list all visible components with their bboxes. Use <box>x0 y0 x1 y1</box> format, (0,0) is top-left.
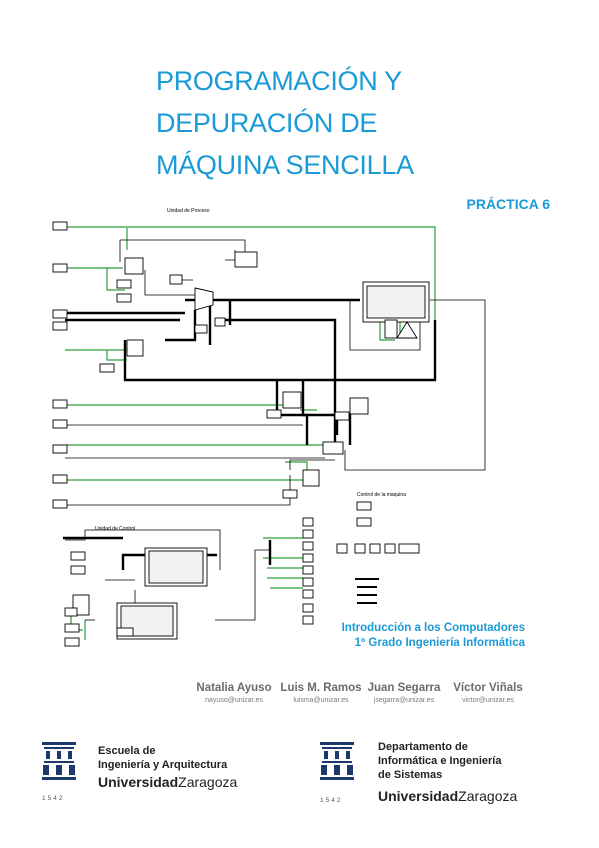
founding-year: 1542 <box>320 797 343 804</box>
author-name: Juan Segarra <box>367 682 441 694</box>
author-2: Luis M. Ramos luisma@unizar.es <box>279 682 363 704</box>
course-line-1: Introducción a los Computadores <box>341 622 525 634</box>
bus-lines <box>63 298 437 570</box>
university-seal-icon <box>42 742 76 780</box>
author-4: Víctor Viñals victor@unizar.es <box>450 682 526 704</box>
author-email[interactable]: victor@unizar.es <box>462 697 514 704</box>
author-3: Juan Segarra jsegarra@unizar.es <box>366 682 442 704</box>
founding-year: 1542 <box>42 795 65 802</box>
title-line-2: DEPURACIÓN DE <box>156 108 378 138</box>
school-line-2: Ingeniería y Arquitectura <box>98 759 228 771</box>
process-unit-label: Unidad de Proceso <box>167 208 210 214</box>
title-line-1: PROGRAMACIÓN Y <box>156 66 402 96</box>
signals-label: Control de la maquina <box>357 492 406 498</box>
author-name: Víctor Viñals <box>453 682 523 694</box>
author-1: Natalia Ayuso nayuso@unizar.es <box>194 682 274 704</box>
components <box>52 221 430 647</box>
author-name: Natalia Ayuso <box>196 682 272 694</box>
author-email[interactable]: luisma@unizar.es <box>293 697 349 704</box>
university-name: UniversidadZaragoza <box>378 788 518 804</box>
university-name: UniversidadZaragoza <box>98 774 238 790</box>
diis-text: Departamento de Informática e Ingeniería… <box>378 740 517 804</box>
author-name: Luis M. Ramos <box>280 682 362 694</box>
eina-text: Escuela de Ingeniería y Arquitectura Uni… <box>98 740 237 790</box>
title-line-3: MÁQUINA SENCILLA <box>156 150 414 180</box>
university-seal-icon <box>320 742 354 780</box>
diis-logo: 1542 Departamento de Informática e Ingen… <box>316 740 556 806</box>
state-legend <box>355 578 379 604</box>
author-email[interactable]: nayuso@unizar.es <box>205 697 263 704</box>
eina-logo: 1542 Escuela de Ingeniería y Arquitectur… <box>38 740 268 806</box>
practica-label: PRÁCTICA 6 <box>466 196 551 212</box>
document-title: PROGRAMACIÓN Y DEPURACIÓN DE MÁQUINA SEN… <box>156 60 576 186</box>
school-line-1: Escuela de <box>98 745 156 757</box>
dept-line-1: Departamento de <box>378 741 468 753</box>
course-line-2: 1º Grado Ingeniería Informática <box>354 637 525 649</box>
course-info: Introducción a los Computadores 1º Grado… <box>300 621 525 651</box>
dept-line-2: Informática e Ingeniería <box>378 755 502 767</box>
dept-line-3: de Sistemas <box>378 769 443 781</box>
author-email[interactable]: jsegarra@unizar.es <box>373 697 435 704</box>
control-unit-label: Unidad de Control <box>95 526 135 532</box>
circuit-diagram: Unidad de Proceso Unidad de Control Cont… <box>52 208 486 647</box>
